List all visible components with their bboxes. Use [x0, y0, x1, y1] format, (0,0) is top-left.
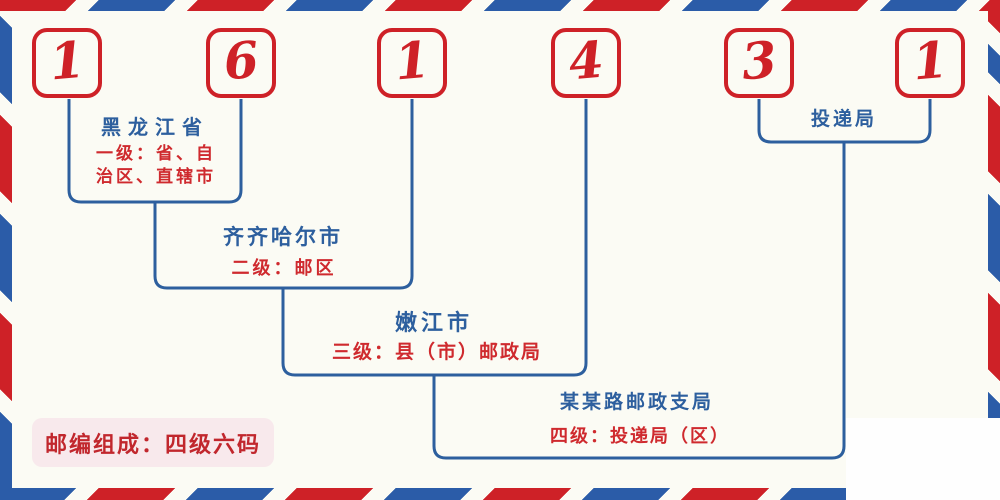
footer-badge: 邮编组成：四级六码: [32, 418, 274, 467]
postal-digit-box-4: 4: [551, 28, 621, 98]
postal-digit-box-2: 6: [206, 28, 276, 98]
level2-place-label: 齐齐哈尔市: [223, 226, 343, 249]
level4-place-label: 某某路邮政支局: [559, 392, 715, 413]
level2-desc-label: 二级：邮区: [231, 258, 337, 278]
level1-desc-line1: 一级：省、自: [96, 144, 216, 163]
level1-place-label: 黑龙江省: [101, 117, 209, 139]
level1-desc-line2: 治区、直辖市: [96, 167, 216, 186]
postal-digit-box-6: 1: [895, 28, 965, 98]
airmail-border-bottom: [0, 488, 846, 500]
level4-desc-label: 四级：投递局（区）: [550, 426, 730, 446]
postal-digit-box-3: 1: [377, 28, 447, 98]
airmail-border-top: [0, 0, 1000, 11]
bottom-right-white-patch: [846, 418, 1000, 500]
airmail-border-right: [988, 11, 1000, 420]
airmail-border-left: [0, 11, 12, 488]
level3-desc-label: 三级：县（市）邮政局: [331, 342, 543, 363]
footer-badge-text: 邮编组成：四级六码: [44, 431, 261, 457]
bracket-level4: [432, 142, 846, 460]
postal-digit-box-1: 1: [32, 28, 102, 98]
postal-digit-box-5: 3: [724, 28, 794, 98]
delivery-office-label: 投递局: [810, 109, 878, 130]
level1-desc-label: 一级：省、自 治区、直辖市: [96, 142, 216, 188]
level3-place-label: 嫩江市: [394, 310, 474, 335]
